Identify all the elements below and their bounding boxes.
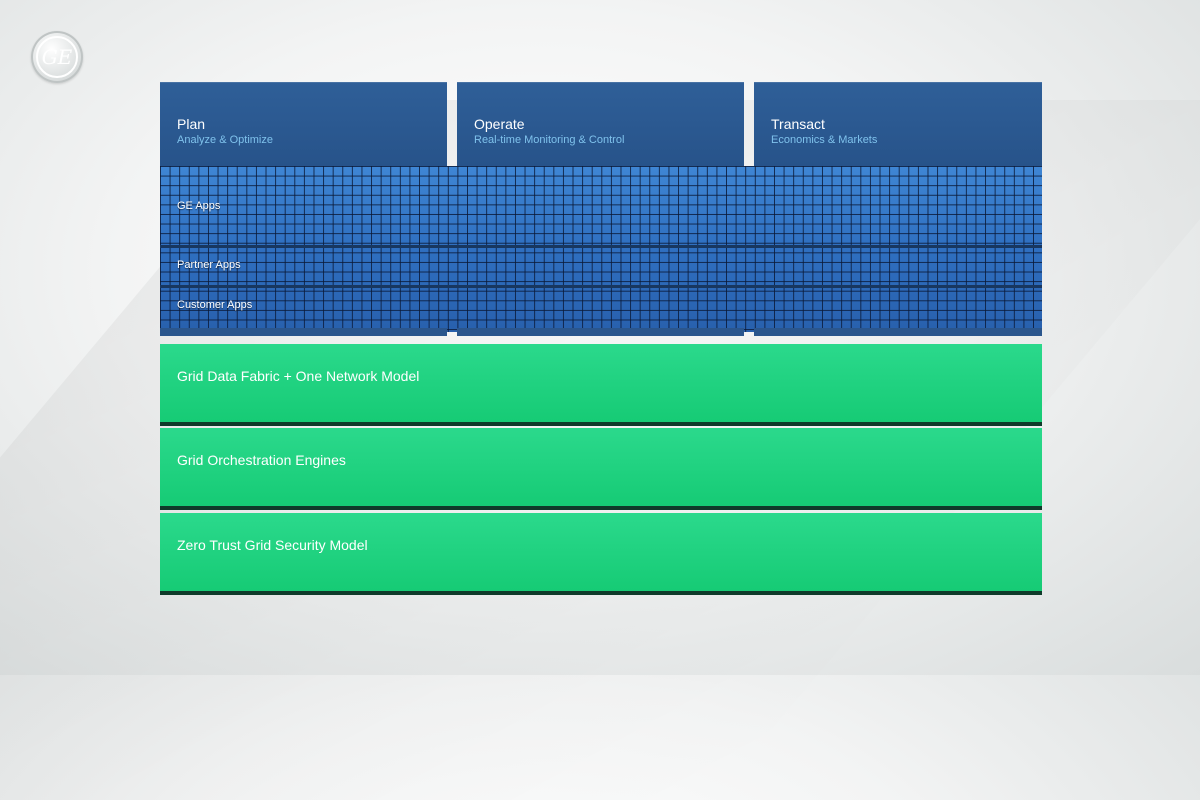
module-operate: Operate Real-time Monitoring & Control: [457, 82, 744, 166]
module-title: Plan: [177, 116, 206, 132]
layer-label: Grid Orchestration Engines: [177, 452, 346, 468]
module-title: Operate: [474, 116, 525, 132]
module-title: Transact: [771, 116, 825, 132]
module-base-plan: [160, 328, 447, 336]
layer-grid-orchestration: Grid Orchestration Engines: [160, 428, 1042, 506]
module-subtitle: Analyze & Optimize: [177, 134, 273, 146]
ge-monogram-icon: GE: [36, 36, 78, 78]
app-layer-ge-apps: GE Apps: [177, 200, 221, 212]
app-layer-customer-apps: Customer Apps: [177, 299, 253, 311]
layer-label: Grid Data Fabric + One Network Model: [177, 368, 420, 384]
top-modules: Plan Analyze & Optimize Operate Real-tim…: [160, 82, 1042, 166]
architecture-diagram: GE Apps Partner Apps Customer Apps Plan …: [160, 82, 1042, 591]
layer-zero-trust-security: Zero Trust Grid Security Model: [160, 513, 1042, 591]
module-subtitle: Economics & Markets: [771, 134, 878, 146]
layer-label: Zero Trust Grid Security Model: [177, 537, 368, 553]
module-subtitle: Real-time Monitoring & Control: [474, 134, 625, 146]
module-plan: Plan Analyze & Optimize: [160, 82, 447, 166]
layer-divider: [160, 285, 1042, 288]
svg-text:GE: GE: [42, 45, 73, 69]
applications-grid: GE Apps Partner Apps Customer Apps: [160, 166, 1042, 332]
module-base-transact: [754, 328, 1042, 336]
module-base-operate: [457, 328, 744, 336]
app-layer-partner-apps: Partner Apps: [177, 259, 241, 271]
layer-divider: [160, 245, 1042, 248]
layer-grid-data-fabric: Grid Data Fabric + One Network Model: [160, 344, 1042, 422]
ge-logo: GE: [31, 31, 83, 83]
module-transact: Transact Economics & Markets: [754, 82, 1042, 166]
